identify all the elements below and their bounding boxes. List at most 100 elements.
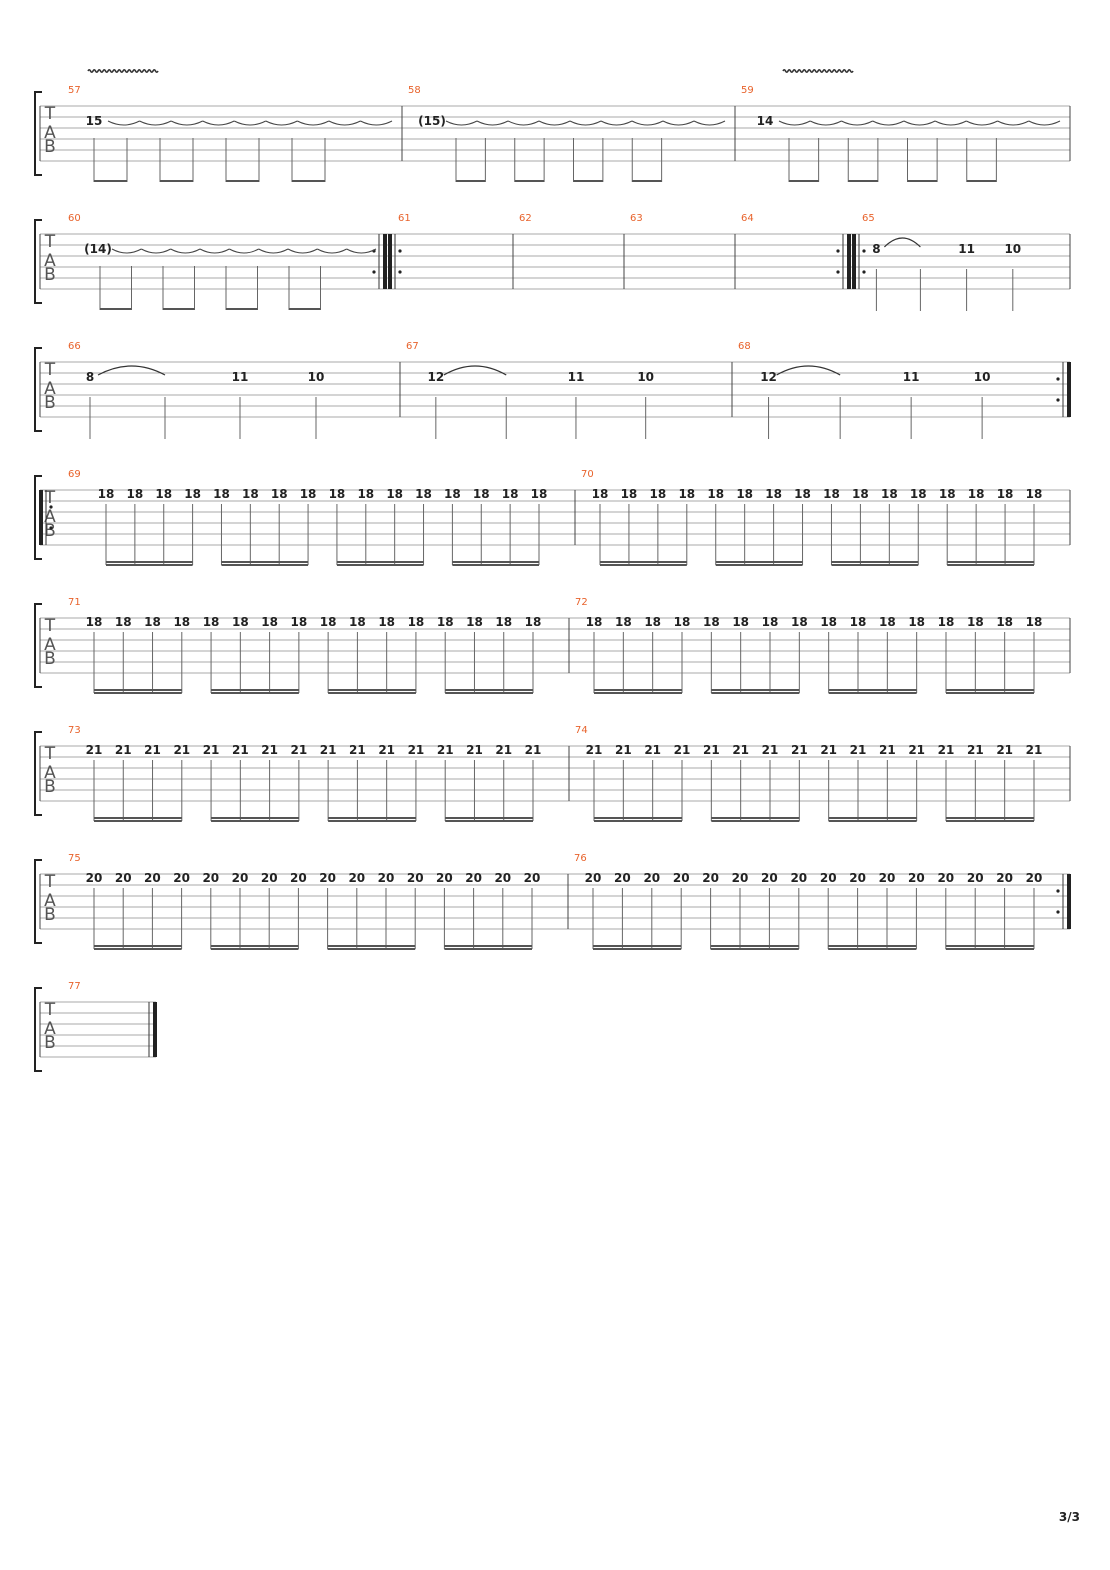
- measure-number: 75: [68, 853, 81, 864]
- beam: [160, 180, 193, 182]
- fret-number: 21: [850, 743, 867, 757]
- beam: [594, 817, 682, 819]
- beam: [828, 817, 917, 819]
- fret-number: 18: [910, 487, 927, 501]
- fret-number: 20: [967, 871, 984, 885]
- fret-number: 8: [872, 242, 880, 256]
- fret-number: 18: [765, 487, 782, 501]
- fret-number: 21: [261, 743, 278, 757]
- system-bracket: [34, 475, 42, 560]
- measure-62: 62: [519, 213, 625, 289]
- beam: [828, 945, 917, 947]
- beam: [831, 564, 919, 566]
- fret-number: 21: [879, 743, 896, 757]
- fret-number: 10: [1004, 242, 1021, 256]
- beam: [94, 180, 127, 182]
- tie: [631, 120, 664, 126]
- tab-clef-a: A: [44, 635, 56, 655]
- beam: [211, 692, 299, 694]
- beam: [848, 180, 878, 182]
- tie: [265, 120, 298, 126]
- fret-number: 20: [436, 871, 453, 885]
- tie: [139, 120, 172, 126]
- measure-number: 61: [398, 213, 411, 224]
- tie: [445, 120, 478, 126]
- fret-number: 18: [203, 615, 220, 629]
- fret-number: 10: [308, 370, 325, 384]
- repeat-dot: [1056, 377, 1060, 381]
- fret-number: 21: [408, 743, 425, 757]
- fret-number: 18: [349, 615, 366, 629]
- beam: [711, 689, 800, 691]
- fret-number: 20: [378, 871, 395, 885]
- measure-61: 61: [388, 213, 514, 289]
- thick-barline: [1067, 362, 1071, 417]
- fret-number: 21: [466, 743, 483, 757]
- fret-number: 21: [437, 743, 454, 757]
- fret-number: 18: [415, 487, 432, 501]
- fret-number: 21: [732, 743, 749, 757]
- tab-clef-t: T: [44, 360, 56, 380]
- beam: [211, 689, 299, 691]
- measure-number: 67: [406, 341, 419, 352]
- fret-number: 20: [761, 871, 778, 885]
- beam: [327, 945, 416, 947]
- tab-clef-a: A: [44, 763, 56, 783]
- beam: [593, 948, 682, 950]
- fret-number: 20: [996, 871, 1013, 885]
- fret-number: 20: [702, 871, 719, 885]
- repeat-dot: [49, 526, 53, 530]
- tie: [966, 120, 998, 126]
- beam: [715, 561, 803, 563]
- system-bracket: [34, 859, 42, 944]
- system-bracket: [34, 603, 42, 688]
- fret-number: 18: [707, 487, 724, 501]
- fret-number: 10: [974, 370, 991, 384]
- fret-number: 18: [127, 487, 144, 501]
- fret-number: 20: [524, 871, 541, 885]
- tab-clef-a: A: [44, 1019, 56, 1039]
- fret-number: 18: [213, 487, 230, 501]
- fret-number: 21: [291, 743, 308, 757]
- fret-number: 18: [320, 615, 337, 629]
- beam: [600, 564, 687, 566]
- beam: [711, 820, 800, 822]
- fret-number: 18: [621, 487, 638, 501]
- fret-number: 18: [823, 487, 840, 501]
- beam: [163, 308, 195, 310]
- beam: [328, 689, 416, 691]
- beam: [94, 948, 182, 950]
- fret-number: 18: [155, 487, 172, 501]
- tie: [776, 365, 841, 376]
- fret-number: 18: [850, 615, 867, 629]
- fret-number: 20: [790, 871, 807, 885]
- fret-number: 21: [1026, 743, 1043, 757]
- tab-clef-b: B: [44, 905, 56, 925]
- tie: [233, 120, 267, 126]
- fret-number: 20: [879, 871, 896, 885]
- beam: [106, 561, 193, 563]
- system-bracket: [34, 347, 42, 432]
- measure-number: 62: [519, 213, 532, 224]
- fret-number: 11: [568, 370, 585, 384]
- beam: [106, 564, 193, 566]
- thick-barline: [388, 234, 392, 289]
- beam: [211, 820, 299, 822]
- fret-number: 20: [144, 871, 161, 885]
- fret-number: 18: [115, 615, 132, 629]
- thick-barline: [852, 234, 856, 289]
- fret-number: 20: [494, 871, 511, 885]
- measure-number: 69: [68, 469, 81, 480]
- fret-number: 18: [444, 487, 461, 501]
- tab-clef-b: B: [44, 521, 56, 541]
- fret-number: 18: [242, 487, 259, 501]
- thick-barline: [1067, 874, 1071, 929]
- beam: [452, 561, 539, 563]
